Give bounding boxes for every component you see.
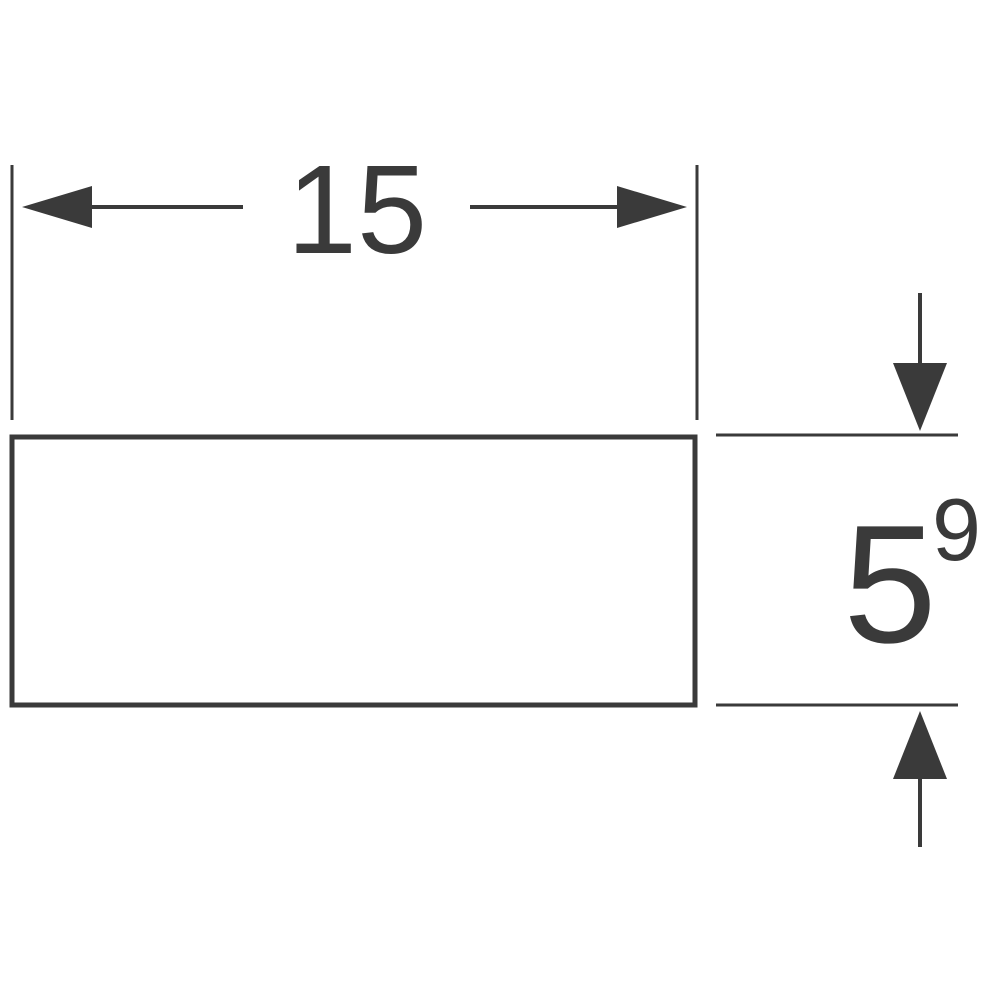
height-dimension-superscript: 9 <box>932 480 981 579</box>
arrowhead-up-icon <box>893 711 947 779</box>
part-outline-rectangle <box>9 434 698 708</box>
arrowhead-down-icon <box>893 363 947 431</box>
arrowhead-left-icon <box>22 186 92 228</box>
drawing-group: 15 5 9 <box>9 139 981 847</box>
arrowhead-right-icon <box>617 186 687 228</box>
filled-elements-group: 15 5 9 <box>22 139 981 779</box>
height-dimension-label: 5 <box>843 490 936 678</box>
width-dimension-label: 15 <box>287 139 427 280</box>
